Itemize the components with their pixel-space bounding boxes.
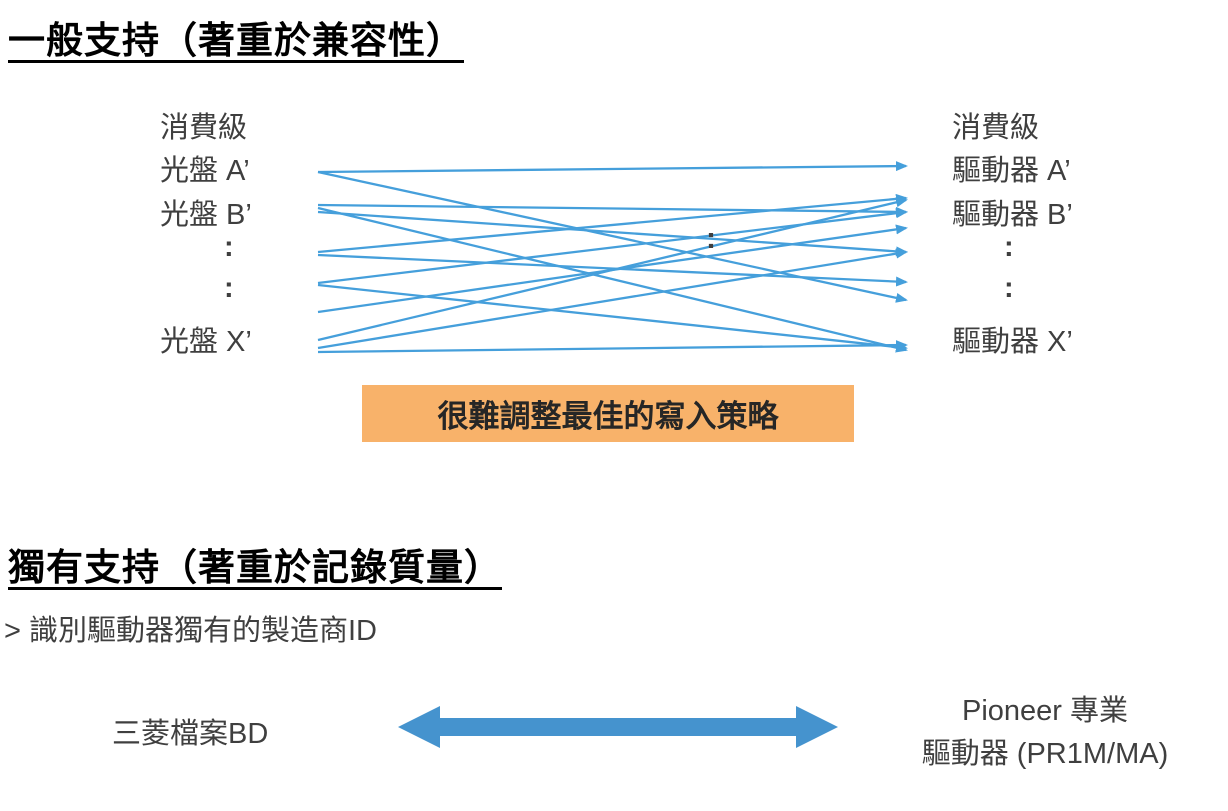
- left-disc-a-label: 光盤 A’: [160, 155, 250, 187]
- right-ellipsis-dots: :: [1004, 231, 1014, 263]
- right-ellipsis-dots: :: [1004, 272, 1014, 304]
- left-column-header: 消費級: [160, 112, 248, 144]
- double-arrow-icon: [398, 706, 838, 748]
- highlight-callout-text: 很難調整最佳的寫入策略: [437, 399, 779, 434]
- exclusive-support-title: 獨有支持（著重於記錄質量）: [8, 547, 502, 588]
- highlight-callout: 很難調整最佳的寫入策略: [362, 385, 854, 442]
- pioneer-drive-label-line2: 驅動器 (PR1M/MA): [921, 738, 1169, 770]
- manufacturer-id-bullet: > 識別驅動器獨有的製造商ID: [4, 615, 377, 647]
- center-ellipsis-dots: :: [706, 222, 716, 255]
- pioneer-drive-label-line1: Pioneer 專業: [961, 695, 1128, 727]
- left-disc-b-label: 光盤 B’: [160, 199, 252, 231]
- pioneer-drive-label: Pioneer 專業 驅動器 (PR1M/MA): [862, 690, 1228, 776]
- right-drive-x-label: 驅動器 X’: [952, 326, 1073, 358]
- left-ellipsis-dots: :: [224, 231, 234, 263]
- mesh-lines-group: [317, 161, 908, 354]
- right-column-header: 消費級: [952, 112, 1040, 144]
- general-support-title: 一般支持（著重於兼容性）: [8, 20, 464, 61]
- right-drive-b-label: 驅動器 B’: [952, 199, 1073, 231]
- left-disc-x-label: 光盤 X’: [160, 326, 252, 358]
- left-ellipsis-dots: :: [224, 272, 234, 304]
- right-drive-a-label: 驅動器 A’: [952, 155, 1071, 187]
- mitsubishi-bd-label: 三菱檔案BD: [112, 718, 269, 750]
